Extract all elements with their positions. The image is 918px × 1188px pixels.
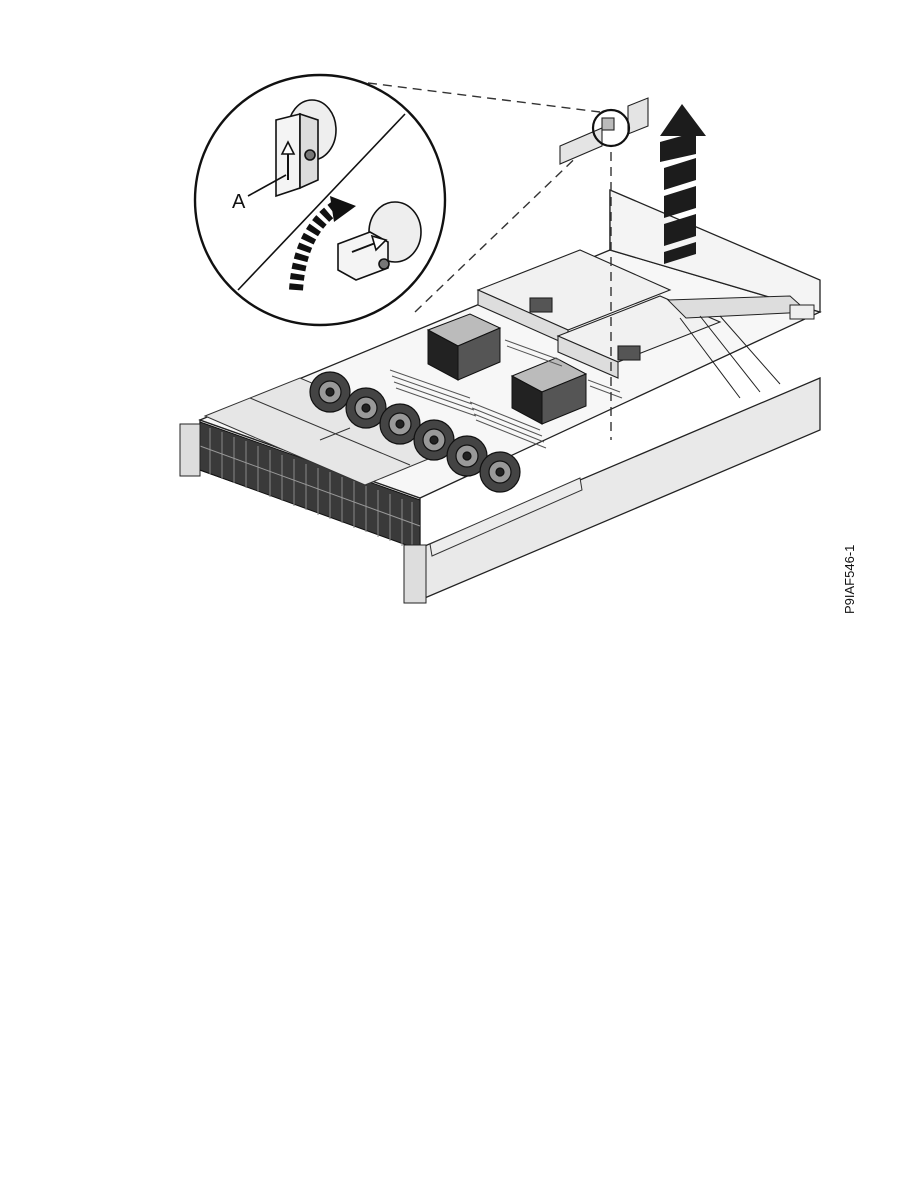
callout-label-a: A: [232, 191, 245, 214]
latch-icon: [560, 98, 648, 164]
figure-id: P9IAF546-1: [842, 545, 857, 614]
